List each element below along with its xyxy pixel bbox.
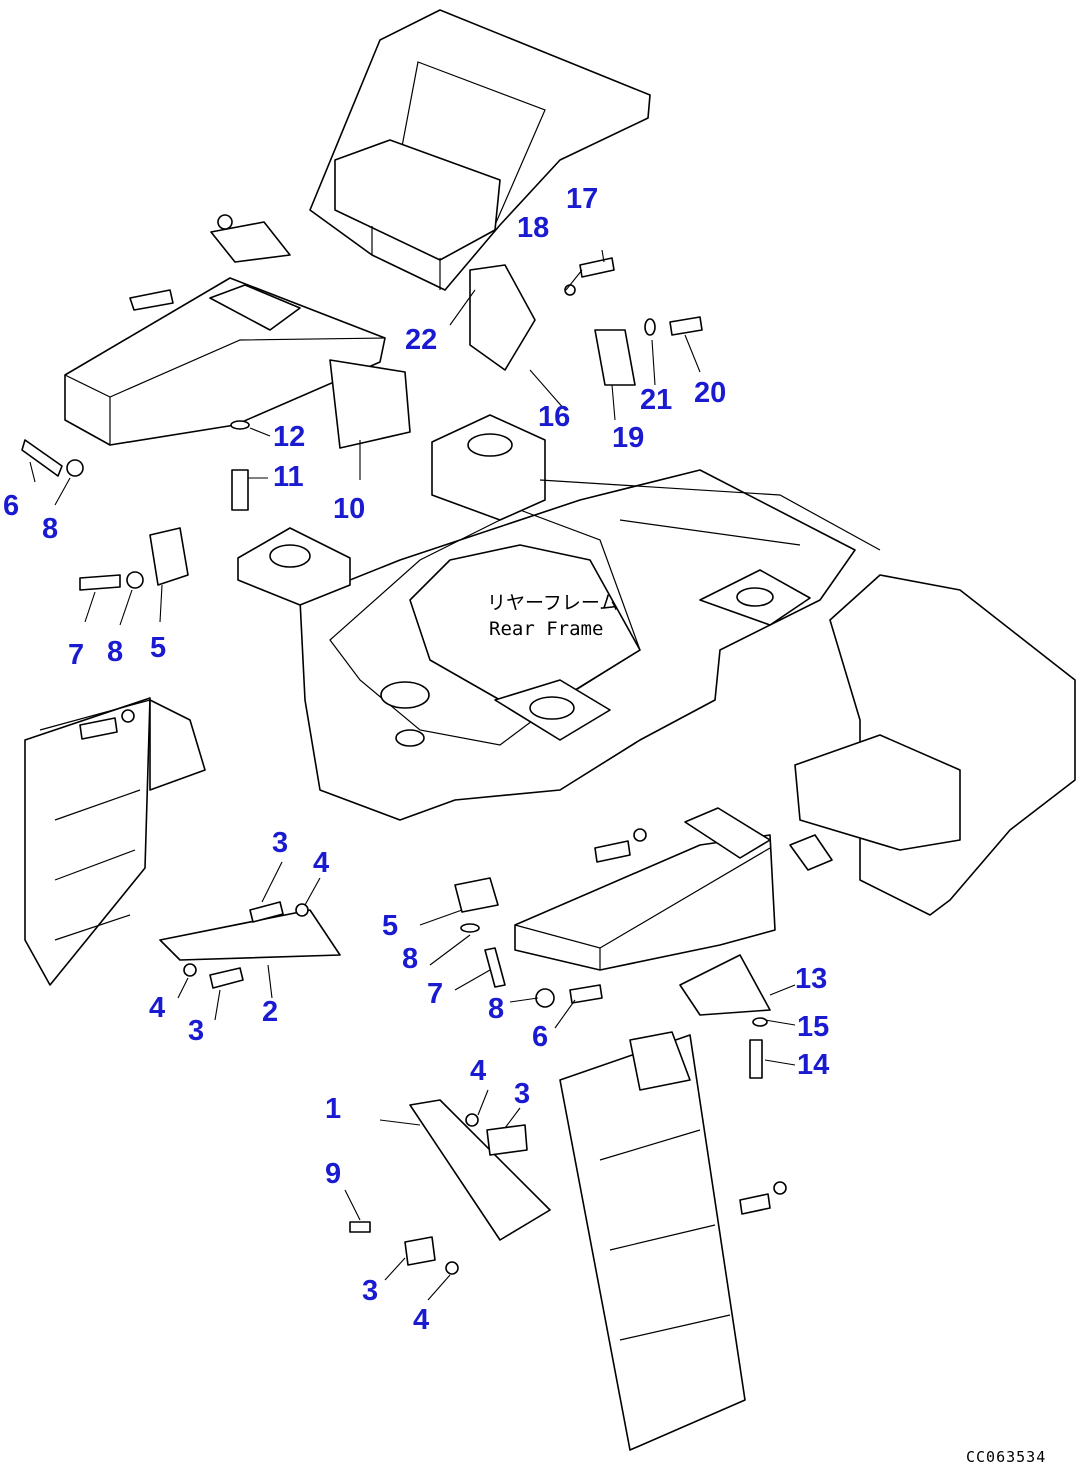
drawing-code: CC063534 <box>966 1448 1046 1466</box>
callout-1: 1 <box>325 1093 341 1125</box>
callout-18: 18 <box>517 212 549 244</box>
frame-label-english: Rear Frame <box>489 618 603 640</box>
callout-3c: 3 <box>514 1078 530 1110</box>
callout-15: 15 <box>797 1011 829 1043</box>
stay-1 <box>409 1099 551 1241</box>
callout-4d: 4 <box>413 1304 429 1336</box>
bracket-22 <box>469 264 536 371</box>
stay-2 <box>159 909 341 961</box>
callout-5b: 5 <box>382 910 398 942</box>
callout-22: 22 <box>405 324 437 356</box>
leader-lines <box>29 249 796 1301</box>
cover-plate-13 <box>679 954 771 1016</box>
bracket-5-lower <box>454 877 499 913</box>
callout-20: 20 <box>694 377 726 409</box>
callout-3a: 3 <box>272 827 288 859</box>
callout-6b: 6 <box>532 1021 548 1053</box>
callout-3d: 3 <box>362 1275 378 1307</box>
bracket-19 <box>594 329 636 386</box>
callout-numbers: 1 2 3 3 3 3 4 4 4 4 5 5 6 6 7 7 8 8 8 8 … <box>3 183 829 1336</box>
callout-9: 9 <box>325 1158 341 1190</box>
callout-8b: 8 <box>107 636 123 668</box>
callout-10: 10 <box>333 493 365 525</box>
right-fender <box>514 574 1076 971</box>
cover-plate-10 <box>329 359 411 449</box>
callout-4c: 4 <box>470 1055 486 1087</box>
callout-3b: 3 <box>188 1015 204 1047</box>
callout-7b: 7 <box>427 978 443 1010</box>
callout-17: 17 <box>566 183 598 215</box>
callout-21: 21 <box>640 384 672 416</box>
callout-8c: 8 <box>402 943 418 975</box>
callout-8d: 8 <box>488 993 504 1025</box>
upper-left-fender <box>64 9 651 446</box>
callout-4b: 4 <box>149 992 165 1024</box>
callout-11: 11 <box>273 461 304 493</box>
callout-16: 16 <box>538 401 570 433</box>
callout-6a: 6 <box>3 490 19 522</box>
callout-2: 2 <box>262 996 278 1028</box>
callout-8a: 8 <box>42 513 58 545</box>
callout-12: 12 <box>273 421 305 453</box>
callout-7a: 7 <box>68 639 84 671</box>
frame-label-japanese: リヤーフレーム <box>487 592 618 614</box>
left-ladder <box>24 697 206 986</box>
callout-14: 14 <box>797 1049 829 1081</box>
small-parts <box>21 257 787 1275</box>
rear-frame <box>237 414 881 821</box>
callout-4a: 4 <box>313 847 329 879</box>
callout-13: 13 <box>795 963 827 995</box>
right-ladder <box>559 1031 746 1451</box>
callout-5a: 5 <box>150 632 166 664</box>
bracket-5-upper <box>149 527 189 586</box>
callout-19: 19 <box>612 422 644 454</box>
